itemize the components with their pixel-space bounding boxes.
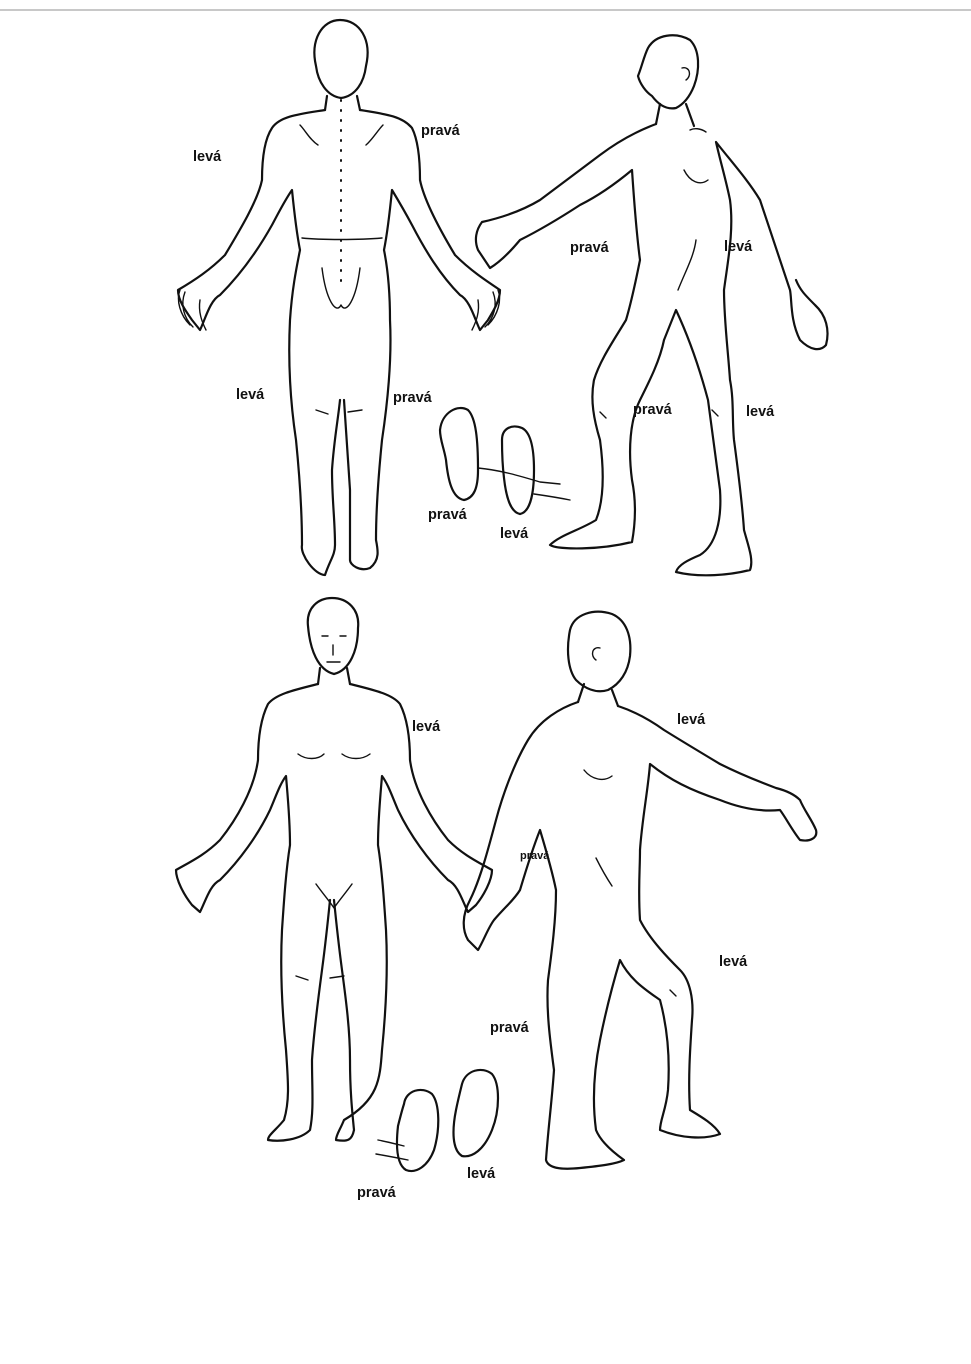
back-shoulder-blade-right [366,125,383,145]
front-neck [318,668,350,684]
label-side-left-arm: levá [724,240,752,255]
label-side2-left-arm: levá [677,713,705,728]
label-soles-bottom-left: levá [467,1167,495,1182]
back-buttocks [322,268,360,308]
soles-bottom-figure [376,1070,498,1171]
front-view-figure [176,598,492,1141]
front-body-left [176,684,330,1141]
side1-chest [684,129,708,183]
back-view-figure [178,20,500,575]
back-shoulder-blade-left [300,125,318,145]
label-side2-right-arm: pravá [520,851,549,862]
label-back-left-shoulder: levá [193,150,221,165]
side2-ear [593,648,600,660]
front-face [322,636,346,662]
label-side-left-leg: levá [746,405,774,420]
back-torso-left [178,110,340,575]
side-view-left-figure [464,612,817,1169]
side1-hip [678,240,696,290]
label-soles-top-left: levá [500,527,528,542]
label-soles-bottom-right: pravá [357,1186,396,1201]
soles-top-legs [478,468,570,500]
soles-bottom-left-foot [454,1070,498,1156]
front-chest [298,754,370,759]
back-head [314,20,367,98]
label-side-right-arm: pravá [570,241,609,256]
label-side2-left-leg: levá [719,955,747,970]
label-soles-top-right: pravá [428,508,467,523]
side2-knee [670,990,676,996]
soles-top-figure [440,408,570,514]
label-back-right-shoulder: pravá [421,124,460,139]
label-back-right-leg: pravá [393,391,432,406]
soles-bottom-legs [376,1140,408,1160]
side1-ear [682,68,689,80]
back-waist [302,238,382,240]
side-view-right-figure [476,35,828,575]
side2-chest [584,770,612,779]
label-side2-right-leg: pravá [490,1021,529,1036]
soles-top-left-foot [502,427,534,515]
front-body-right [334,684,492,1141]
label-side-right-leg: pravá [633,403,672,418]
label-back-left-leg: levá [236,388,264,403]
side2-hip [596,858,612,886]
side2-head [568,612,630,692]
back-torso-right [344,110,500,569]
label-front-left-shoulder: levá [412,720,440,735]
soles-top-right-foot [440,408,478,500]
side2-body [464,702,817,1169]
